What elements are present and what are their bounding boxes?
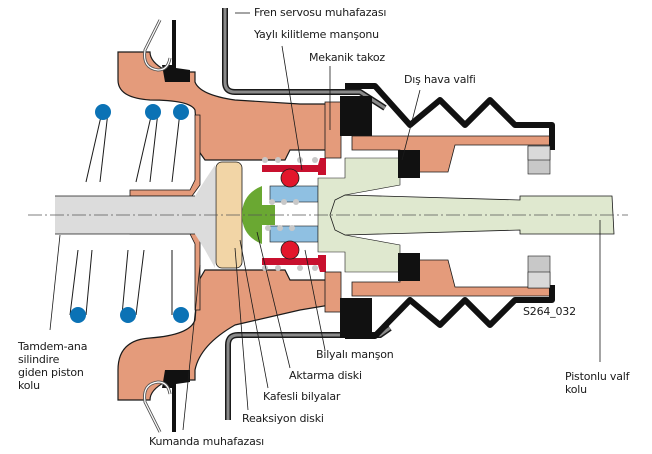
ball-sleeve-top (269, 185, 319, 203)
ball-bottom (280, 240, 300, 260)
spring-seat-bottom (129, 227, 201, 311)
outer-air-valve-bottom (398, 253, 420, 281)
piston-rod (55, 165, 215, 268)
bellows-top (345, 83, 555, 150)
spring-seat-top (129, 114, 201, 197)
figure-code: S264_032 (523, 305, 576, 318)
label-outer-air-valve: Dış hava valfi (404, 73, 476, 86)
label-piston-valve-rod: Pistonlu valf kolu (565, 370, 630, 396)
locking-sleeve-top (262, 158, 326, 175)
label-mechanical-stop: Mekanik takoz (309, 51, 386, 64)
label-ball-sleeve: Bilyalı manşon (316, 348, 394, 361)
seal-top-left (162, 20, 190, 82)
locking-sleeve-bottom (262, 255, 326, 272)
bellows-bottom (345, 285, 555, 339)
seal-block-bottom (340, 298, 372, 338)
seal-bottom-left (162, 370, 190, 432)
leader-lines (49, 12, 601, 431)
label-reaction-disc: Reaksiyon diski (242, 412, 324, 425)
label-spring-locking-sleeve: Yaylı kilitleme manşonu (254, 28, 379, 41)
label-tandem-master-piston-rod: Tamdem-ana silindire giden piston kolu (18, 340, 88, 392)
label-control-housing: Kumanda muhafazası (149, 435, 264, 448)
return-spring (69, 111, 181, 316)
outer-air-valve-top (398, 150, 420, 178)
ball-top (280, 168, 300, 188)
label-caged-balls: Kafesli bilyalar (263, 390, 341, 403)
spring-wire-sections (70, 104, 189, 323)
label-transfer-disc: Aktarma diski (289, 369, 362, 382)
label-brake-servo-housing: Fren servosu muhafazası (254, 6, 387, 19)
seal-block-top (340, 96, 372, 136)
mechanical-stop (324, 101, 342, 159)
